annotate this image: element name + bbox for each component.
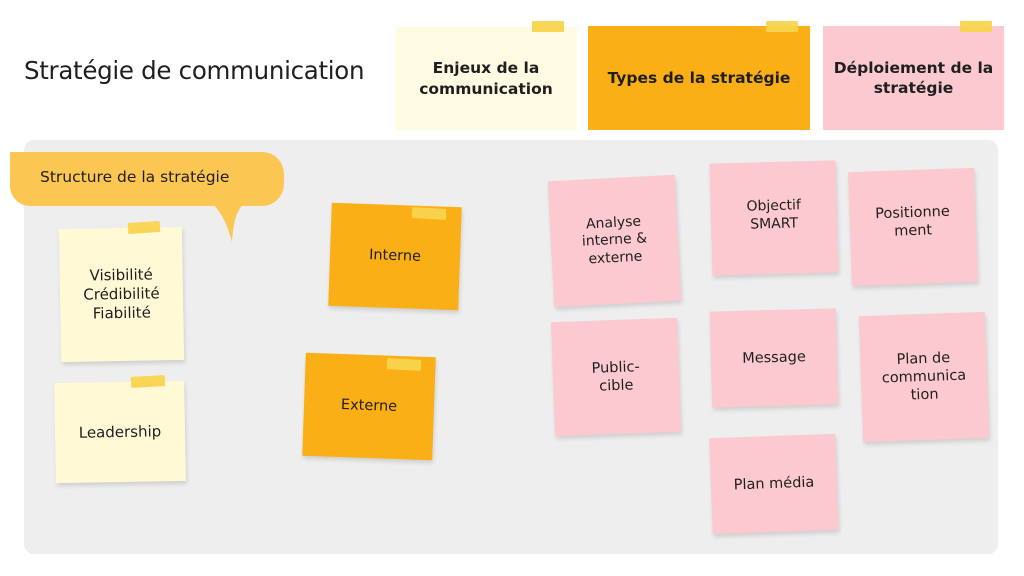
note-objectif[interactable]: Objectif SMART	[709, 160, 839, 276]
note-plan-media[interactable]: Plan média	[709, 433, 839, 535]
note-leadership[interactable]: Leadership	[54, 380, 186, 484]
tape	[532, 21, 564, 32]
tape	[127, 220, 161, 235]
note-enjeux[interactable]: Enjeux de la communication	[395, 27, 577, 130]
note-positionnement[interactable]: Positionne ment	[848, 167, 978, 287]
note-objectif-label: Objectif SMART	[746, 197, 802, 233]
tape	[766, 21, 798, 32]
note-public[interactable]: Public- cible	[551, 317, 681, 437]
note-analyse[interactable]: Analyse interne & externe	[547, 174, 682, 308]
tape	[386, 358, 422, 371]
tape	[130, 375, 166, 388]
bubble-tail	[210, 202, 248, 242]
note-message[interactable]: Message	[709, 308, 839, 408]
note-positionnement-label: Positionne ment	[874, 203, 951, 240]
note-types-label: Types de la stratégie	[607, 68, 791, 87]
note-interne-label: Interne	[368, 247, 422, 266]
note-enjeux-label: Enjeux de la communication	[419, 59, 553, 98]
tape	[411, 207, 447, 220]
page-title: Stratégie de communication	[24, 56, 365, 85]
note-deploiement[interactable]: Déploiement de la stratégie	[823, 26, 1004, 130]
note-plan-communication[interactable]: Plan de communica tion	[858, 311, 990, 443]
note-plan-communication-label: Plan de communica tion	[881, 349, 967, 404]
structure-label: Structure de la stratégie	[40, 168, 230, 186]
note-public-label: Public- cible	[591, 359, 641, 395]
note-leadership-label: Leadership	[78, 421, 162, 442]
note-plan-media-label: Plan média	[733, 474, 815, 494]
note-deploiement-label: Déploiement de la stratégie	[833, 58, 994, 97]
note-message-label: Message	[742, 349, 806, 367]
note-qualities[interactable]: Visibilité Crédibilité Fiabilité	[58, 226, 185, 363]
note-analyse-label: Analyse interne & externe	[581, 213, 648, 268]
structure-bubble: Structure de la stratégie	[10, 152, 284, 242]
note-types[interactable]: Types de la stratégie	[588, 26, 810, 130]
tape	[960, 21, 992, 32]
note-qualities-label: Visibilité Crédibilité Fiabilité	[83, 265, 160, 323]
note-externe-label: Externe	[340, 397, 398, 416]
